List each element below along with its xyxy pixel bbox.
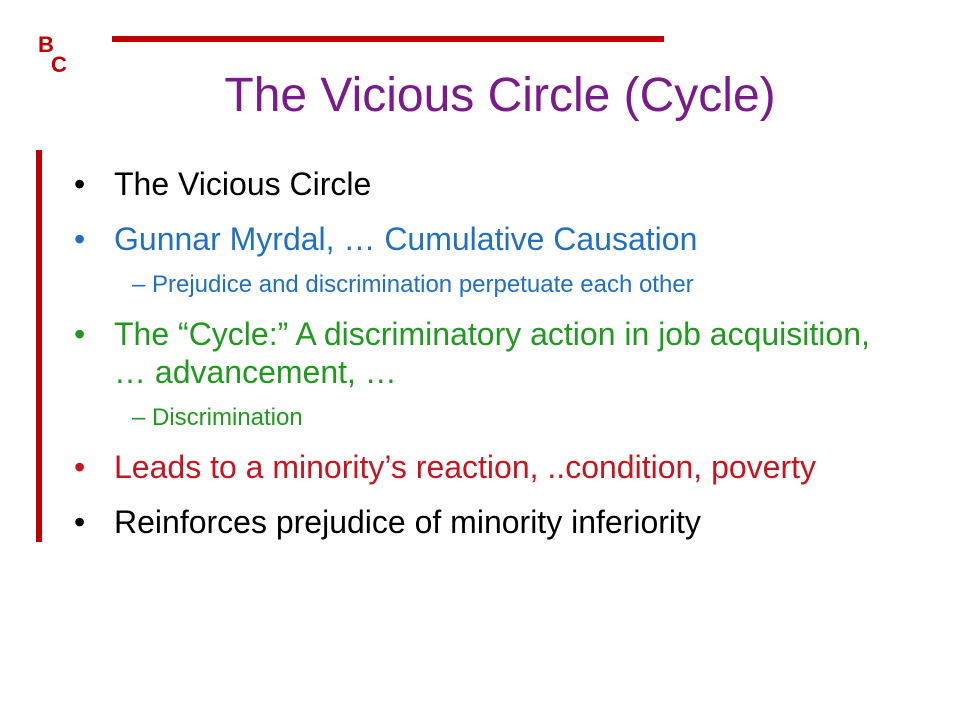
side-accent-rule <box>36 150 42 542</box>
bullet-text: Leads to a minority’s reaction, ..condit… <box>114 449 816 485</box>
bullet-dot: • <box>74 221 86 257</box>
logo-letter-c: C <box>51 52 67 77</box>
sub-bullet-dash: – <box>132 271 146 298</box>
sub-bullet-item: – Prejudice and discrimination perpetuat… <box>70 270 910 300</box>
bullet-item: • Reinforces prejudice of minority infer… <box>70 503 910 541</box>
bullet-dot: • <box>74 316 86 352</box>
bullet-text: The “Cycle:” A discriminatory action in … <box>114 316 870 390</box>
bullet-list: • The Vicious Circle • Gunnar Myrdal, … … <box>70 165 910 558</box>
bullet-item: • The Vicious Circle <box>70 165 910 203</box>
sub-bullet-text: Discrimination <box>152 404 303 431</box>
bullet-text: Gunnar Myrdal, … Cumulative Causation <box>114 221 698 257</box>
sub-bullet-text: Prejudice and discrimination perpetuate … <box>152 271 694 298</box>
bullet-item: • Gunnar Myrdal, … Cumulative Causation <box>70 220 910 258</box>
slide-title: The Vicious Circle (Cycle) <box>224 69 776 122</box>
bullet-dot: • <box>74 449 86 485</box>
bullet-dot: • <box>74 166 86 202</box>
bullet-item: • The “Cycle:” A discriminatory action i… <box>70 315 910 391</box>
bullet-dot: • <box>74 504 86 540</box>
bullet-item: • Leads to a minority’s reaction, ..cond… <box>70 448 910 486</box>
sub-bullet-item: – Discrimination <box>70 403 910 433</box>
bullet-text: Reinforces prejudice of minority inferio… <box>114 504 701 540</box>
bullet-text: The Vicious Circle <box>114 166 372 202</box>
top-accent-rule <box>112 36 664 42</box>
logo-letter-b: B <box>38 32 54 57</box>
sub-bullet-dash: – <box>132 404 146 431</box>
